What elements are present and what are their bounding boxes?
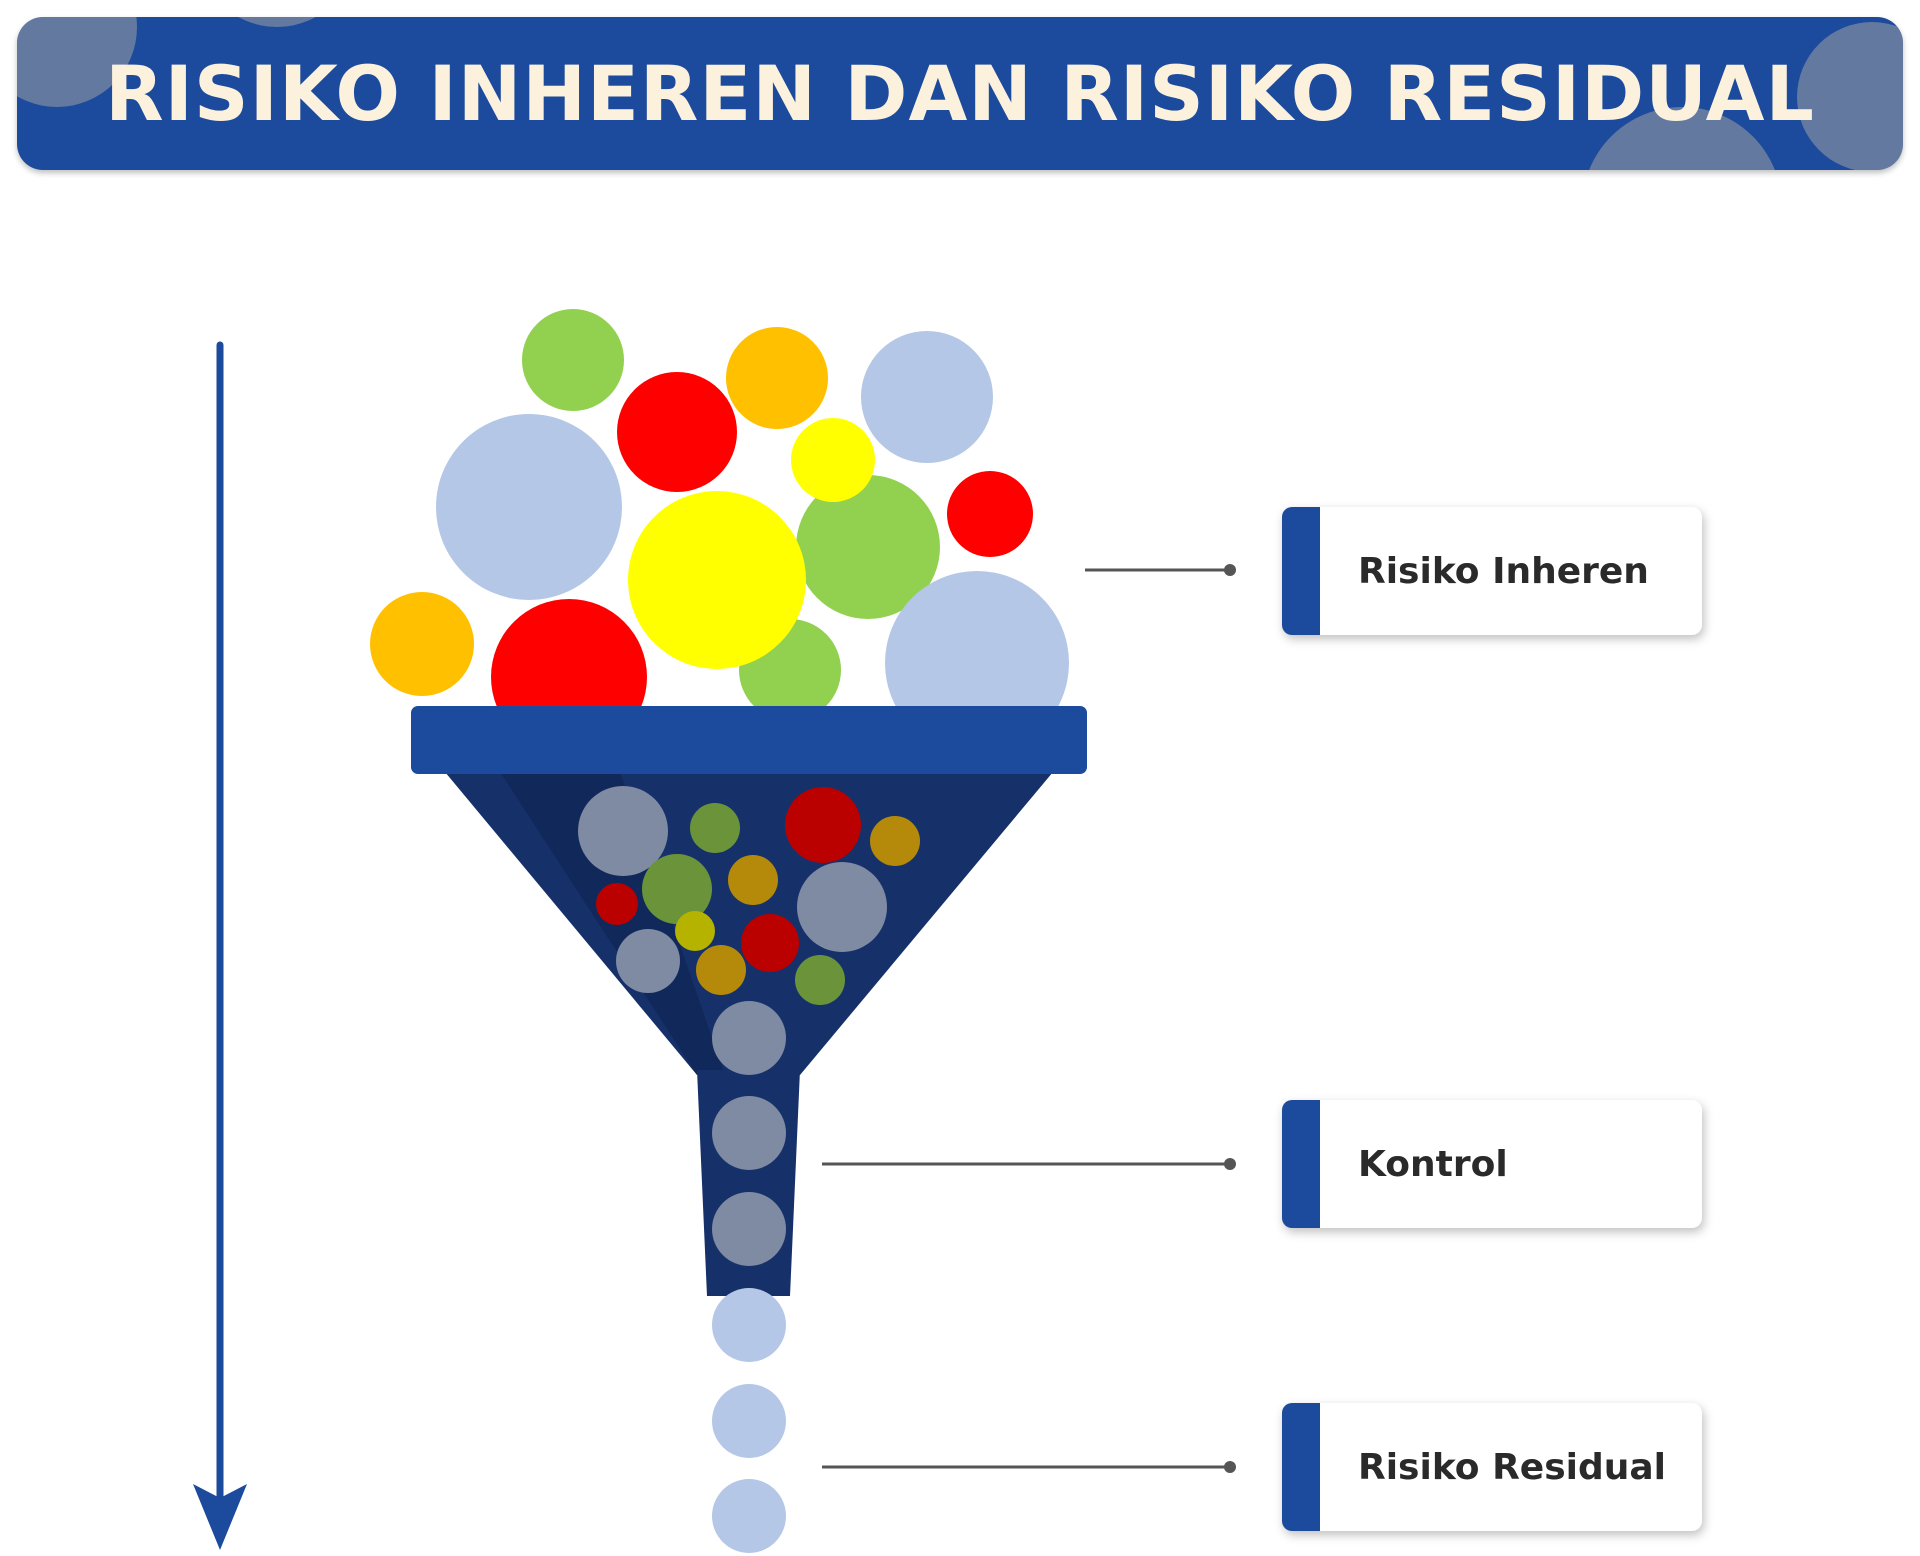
risk-ball [642, 854, 712, 924]
risk-ball [870, 816, 920, 866]
risk-ball [696, 945, 746, 995]
label-accent [1282, 1100, 1320, 1228]
risk-ball [712, 1384, 786, 1458]
banner-decoration [197, 17, 357, 27]
risk-ball [796, 475, 940, 619]
risk-ball [728, 855, 778, 905]
risk-ball [712, 1096, 786, 1170]
risk-ball [795, 955, 845, 1005]
inherent-risk-balls [370, 309, 1069, 755]
connector-inherent [1085, 564, 1236, 576]
label-control-text: Kontrol [1358, 1143, 1508, 1185]
risk-ball [712, 1479, 786, 1553]
risk-ball [675, 911, 715, 951]
residual-risk-balls [712, 1288, 786, 1553]
risk-ball [797, 862, 887, 952]
label-residual-risk-text: Risiko Residual [1358, 1446, 1667, 1488]
title-banner: RISIKO INHEREN DAN RISIKO RESIDUAL [17, 17, 1903, 170]
label-inherent-risk-text: Risiko Inheren [1358, 550, 1649, 592]
down-arrow-icon [193, 341, 247, 1550]
label-inherent-risk: Risiko Inheren [1282, 507, 1702, 635]
label-accent [1282, 507, 1320, 635]
risk-ball [947, 471, 1033, 557]
risk-ball [712, 1288, 786, 1362]
risk-ball [726, 327, 828, 429]
risk-ball [522, 309, 624, 411]
risk-ball [712, 1192, 786, 1266]
label-residual-risk: Risiko Residual [1282, 1403, 1702, 1531]
risk-ball [370, 592, 474, 696]
risk-ball [436, 414, 622, 600]
risk-ball [712, 1001, 786, 1075]
risk-ball [785, 787, 861, 863]
label-accent [1282, 1403, 1320, 1531]
risk-ball [596, 883, 638, 925]
risk-ball [578, 786, 668, 876]
risk-ball [791, 418, 875, 502]
risk-ball [690, 803, 740, 853]
connector-residual [822, 1461, 1236, 1473]
page-title: RISIKO INHEREN DAN RISIKO RESIDUAL [105, 49, 1815, 138]
label-control: Kontrol [1282, 1100, 1702, 1228]
filtered-risk-balls [578, 786, 920, 1266]
risk-ball [741, 914, 799, 972]
connector-control [822, 1158, 1236, 1170]
risk-ball [861, 331, 993, 463]
risk-ball [617, 372, 737, 492]
risk-ball [628, 491, 806, 669]
banner-decoration [1797, 22, 1903, 170]
risk-ball [616, 929, 680, 993]
